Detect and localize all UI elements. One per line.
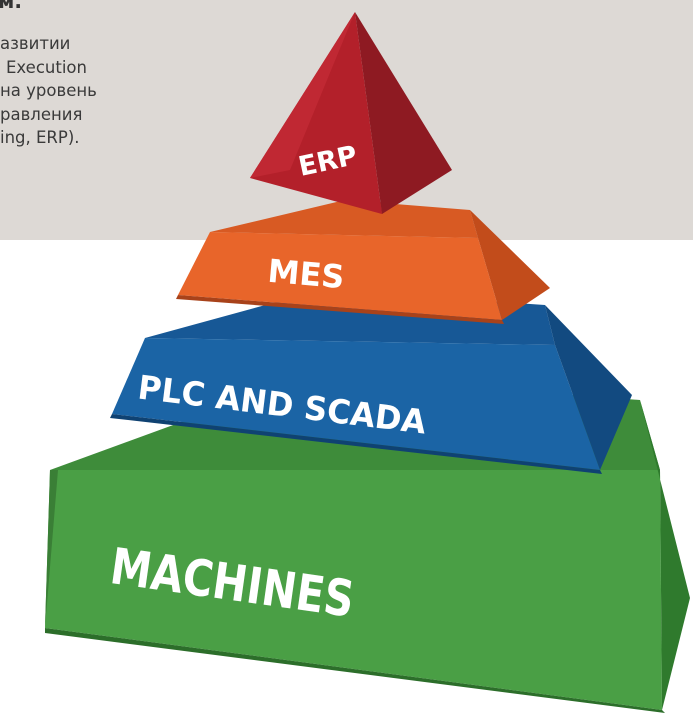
intro-line: равления xyxy=(0,104,83,124)
intro-paragraph: азвитии Execution на уровень равления in… xyxy=(0,32,200,150)
intro-line: азвитии xyxy=(0,34,71,53)
intro-line: ing, ERP). xyxy=(0,128,80,147)
heading-fragment: м. xyxy=(0,0,22,13)
pyramid-level-erp xyxy=(250,12,452,214)
intro-line: на уровень xyxy=(0,81,97,100)
level-label-mes: MES xyxy=(266,252,346,297)
intro-line: Execution xyxy=(6,57,87,77)
pyramid-level-mes xyxy=(176,200,550,324)
